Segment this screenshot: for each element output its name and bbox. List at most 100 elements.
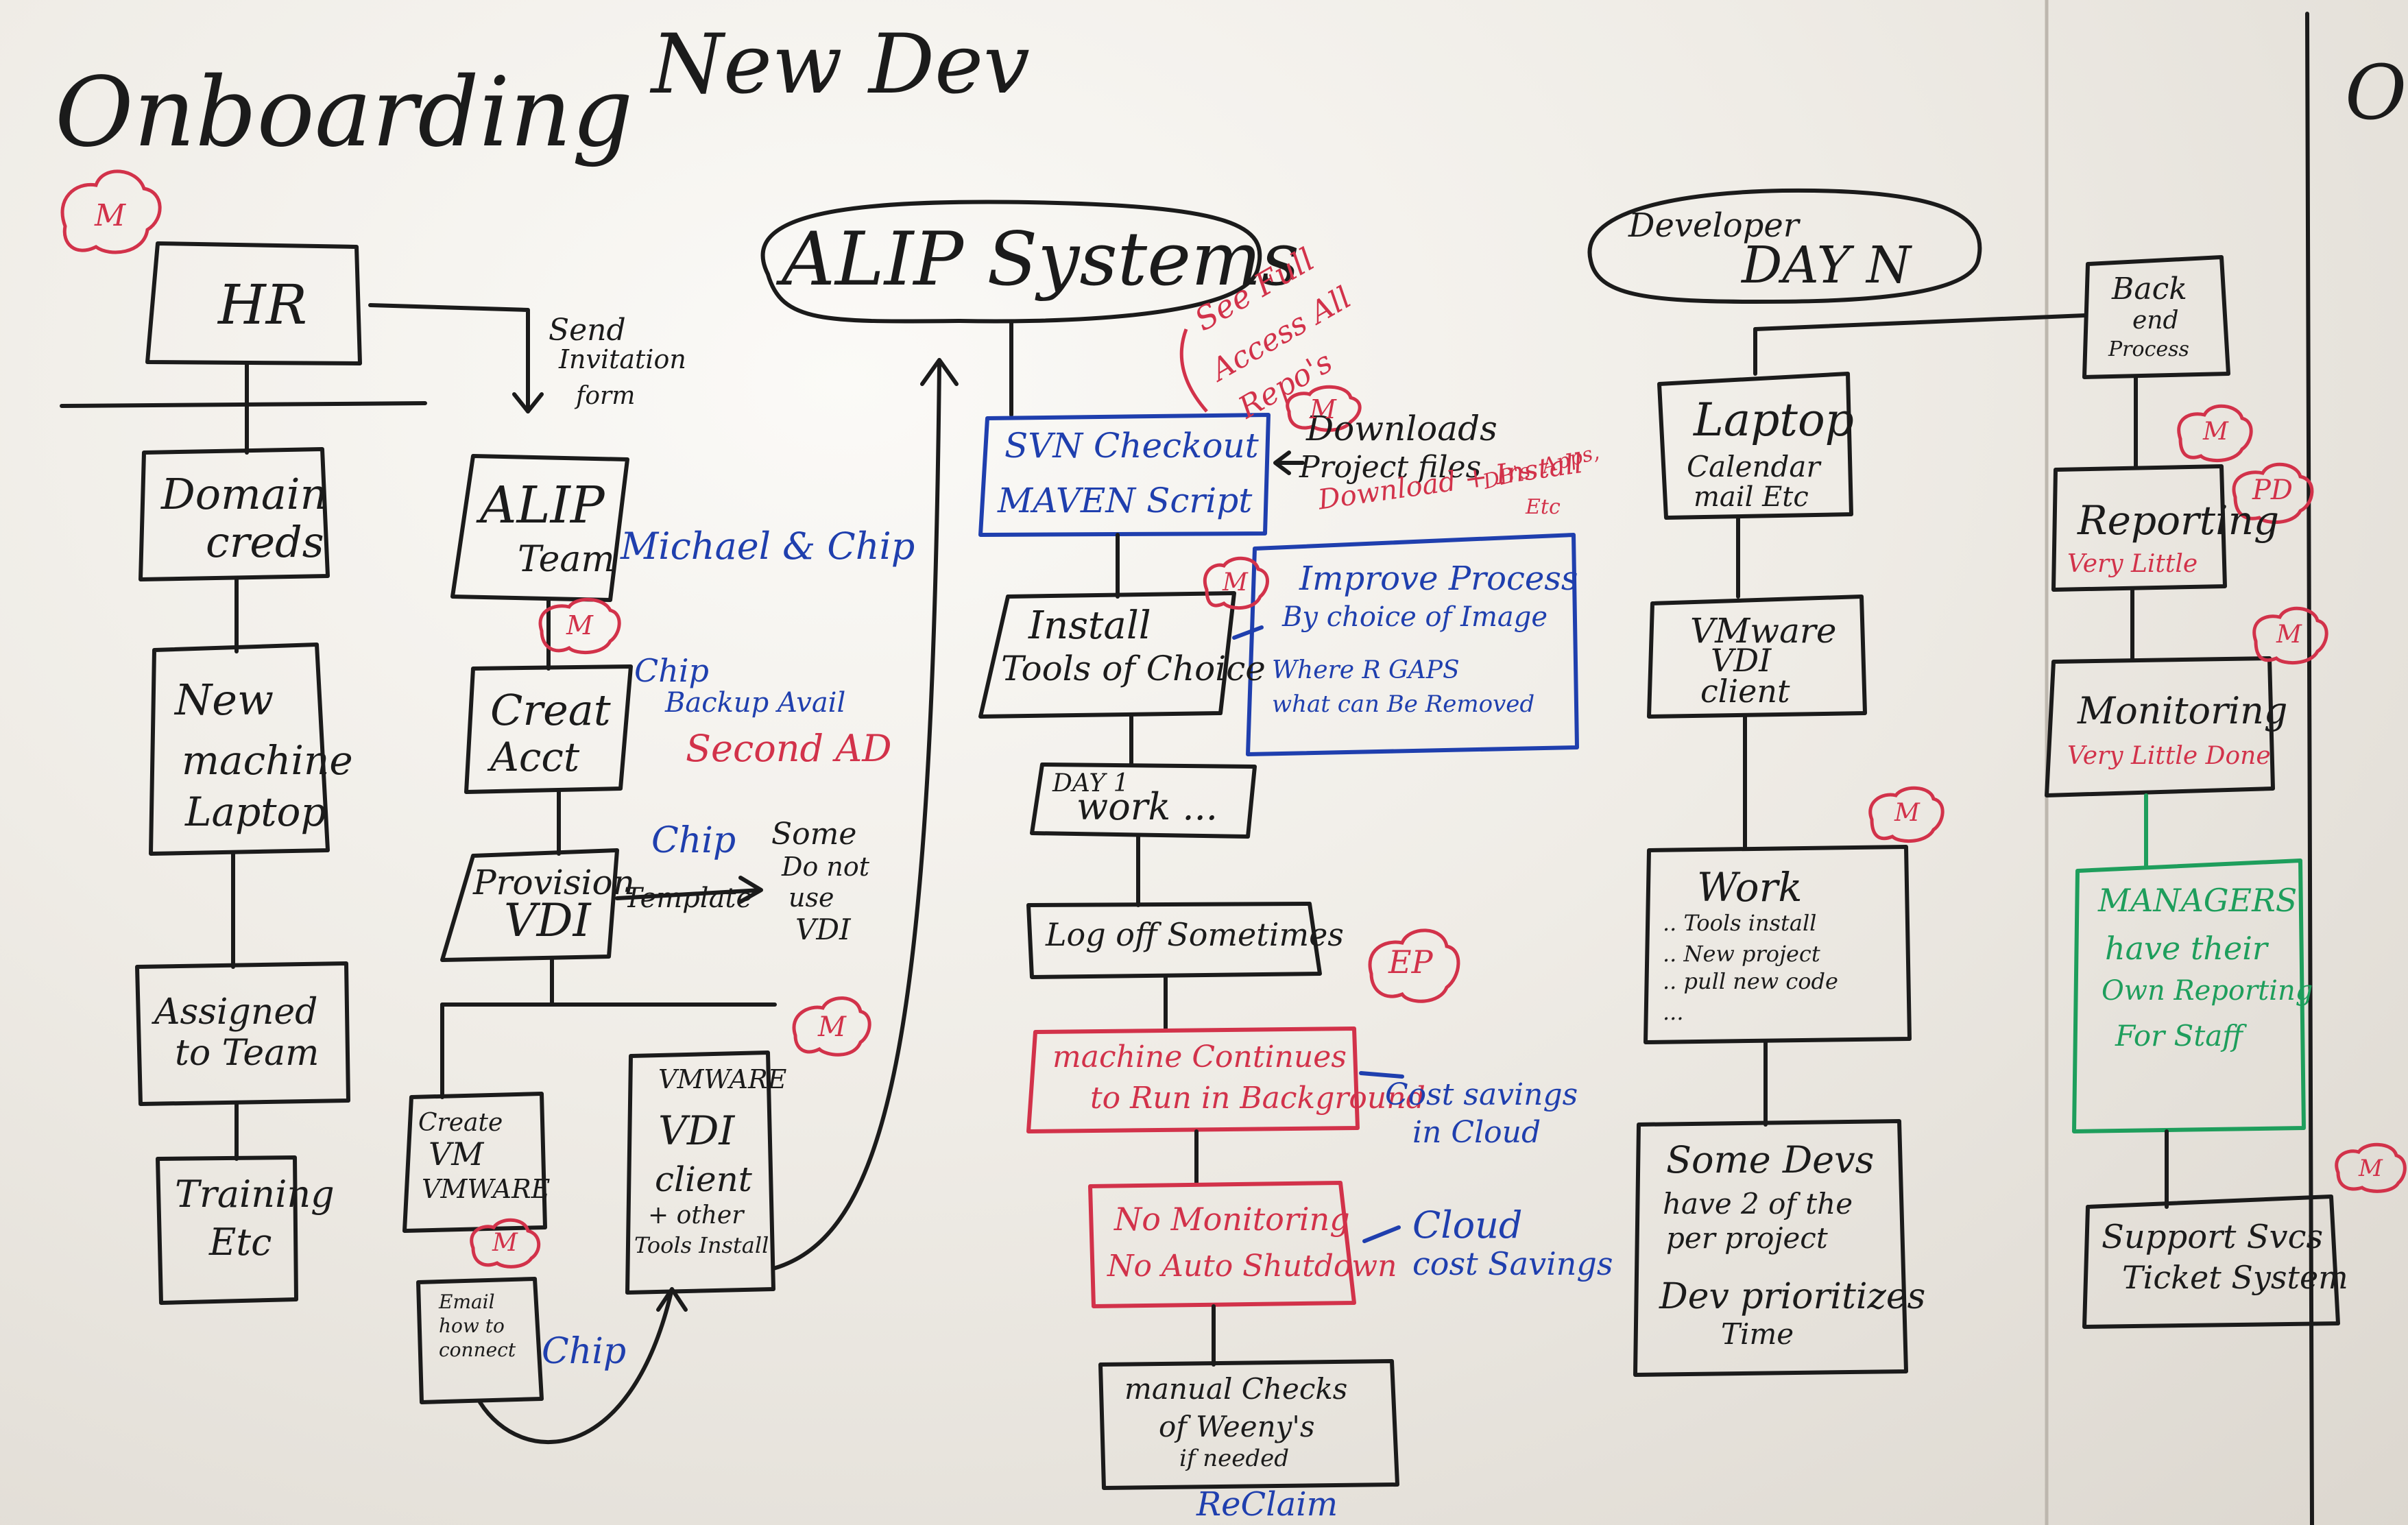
box-create-acct [464, 664, 633, 794]
box-monitoring [2045, 656, 2275, 797]
box-day1 [1030, 762, 1257, 839]
day1-1: DAY 1 [1052, 769, 1129, 797]
back-end-1: Back [2112, 272, 2187, 307]
support-2: Ticket System [2122, 1259, 2348, 1296]
vmware-vdi-3: client [655, 1160, 752, 1199]
m-tag-vmware: M [818, 1011, 846, 1043]
work-3: .. New project [1663, 941, 1820, 967]
box-machine-continues [1026, 1026, 1360, 1133]
managers-3: Own Reporting [2102, 975, 2313, 1007]
michael-chip: Michael & Chip [621, 525, 915, 568]
new-machine-label-1: New [175, 675, 274, 725]
m-tag-work: M [1894, 799, 1920, 827]
reclaim: ReClaim [1196, 1485, 1338, 1524]
some-devs-2: have 2 of the [1663, 1187, 1853, 1221]
support-1: Support Svcs [2102, 1218, 2324, 1256]
send-invite-2: Invitation [559, 344, 686, 374]
some-devs-1: Some Devs [1666, 1138, 1875, 1181]
managers-4: For Staff [2115, 1019, 2243, 1053]
vmware-vdi-4: + other [648, 1201, 744, 1229]
send-invite-1: Send [549, 313, 626, 348]
reporting-label: Reporting [2078, 497, 2280, 544]
alip-team-label-1: ALIP [480, 476, 605, 535]
download-install-3: Etc [1526, 495, 1561, 519]
m-tag-alip-team: M [566, 610, 593, 640]
day1-2: work ... [1076, 785, 1218, 828]
box-hr [145, 241, 362, 365]
domain-label-2: creds [206, 517, 324, 567]
alip-team-label-2: Team [518, 539, 615, 580]
some-devs-5: Time [1721, 1317, 1794, 1351]
some-devs-4: Dev prioritizes [1659, 1276, 1926, 1317]
cost-savings-2: in Cloud [1412, 1115, 1541, 1150]
back-end-3: Process [2108, 337, 2189, 361]
manual-checks-3: if needed [1179, 1445, 1290, 1472]
some-do-not-4: VDI [795, 913, 851, 946]
new-machine-label-3: Laptop [185, 789, 326, 835]
training-label-2: Etc [209, 1221, 272, 1264]
ellipse-alip-systems [760, 200, 1262, 324]
create-vm-2: VM [429, 1136, 484, 1173]
work-4: .. pull new code [1663, 968, 1838, 994]
vmware-vdi-1: VMWARE [658, 1064, 787, 1094]
developer-label: Developer [1628, 206, 1799, 245]
vmware-vdi-2: VDI [658, 1107, 735, 1154]
template: Template [624, 882, 753, 914]
box-training [156, 1155, 298, 1305]
machine-continues-2: to Run in Background [1090, 1081, 1425, 1116]
vmware-vdi-5: Tools Install [634, 1232, 769, 1258]
cloud-cost-1: Cloud [1412, 1203, 1523, 1247]
very-little-done: Very Little Done [2067, 742, 2271, 770]
chip-3: Chip [542, 1331, 627, 1372]
m-tag-monitoring: M [2276, 621, 2302, 649]
box-vmware-vdi [625, 1050, 775, 1295]
box-some-devs [1633, 1119, 1908, 1377]
work-2: .. Tools install [1663, 910, 1817, 936]
no-monitoring-1: No Monitoring [1114, 1201, 1350, 1238]
chip-1: Chip [634, 652, 709, 689]
title-right-partial: O [2345, 49, 2407, 136]
send-invite-3: form [576, 382, 636, 410]
machine-continues-1: machine Continues [1052, 1040, 1347, 1074]
managers-2: have their [2105, 930, 2267, 967]
vmware-dev-3: client [1700, 673, 1790, 710]
box-assigned [135, 961, 350, 1106]
some-devs-3: per project [1666, 1221, 1828, 1255]
manual-checks-1: manual Checks [1124, 1372, 1348, 1406]
assigned-label-1: Assigned [154, 992, 318, 1033]
managers-1: MANAGERS [2098, 882, 2298, 919]
ellipse-developer [1587, 188, 1982, 304]
box-laptop [1657, 372, 1853, 520]
back-end-2: end [2132, 307, 2179, 335]
logoff-label: Log off Sometimes [1046, 916, 1344, 953]
hr-label: HR [218, 273, 307, 337]
create-acct-2: Acct [490, 734, 580, 780]
some-do-not-1: Some [771, 817, 857, 852]
email-3: connect [439, 1338, 516, 1361]
install-1: Install [1028, 603, 1151, 648]
m-tag-install: M [1223, 568, 1248, 597]
email-2: how to [439, 1314, 505, 1337]
title-onboarding: Onboarding [55, 57, 634, 169]
box-create-vm [402, 1092, 547, 1233]
work-5: ... [1663, 999, 1684, 1025]
provision-2: VDI [504, 894, 591, 947]
very-little: Very Little [2067, 550, 2198, 578]
vmware-dev-1: VMware [1690, 611, 1837, 651]
laptop-1: Laptop [1694, 394, 1854, 446]
pd-tag: PD [2252, 475, 2293, 506]
box-improve [1246, 533, 1579, 756]
box-reporting [2051, 464, 2227, 592]
create-acct-1: Creat [490, 685, 611, 735]
ep-tag: EP [1388, 944, 1433, 981]
assigned-label-2: to Team [175, 1033, 320, 1074]
new-machine-label-2: machine [182, 737, 353, 784]
svn-label-2: MAVEN Script [998, 481, 1253, 520]
day-n-label: DAY N [1742, 236, 1911, 295]
box-manual-checks [1098, 1359, 1399, 1490]
improve-2: By choice of Image [1282, 601, 1548, 633]
improve-1: Improve Process [1299, 560, 1578, 598]
training-label-1: Training [175, 1173, 335, 1216]
svn-label-1: SVN Checkout [1004, 426, 1259, 466]
